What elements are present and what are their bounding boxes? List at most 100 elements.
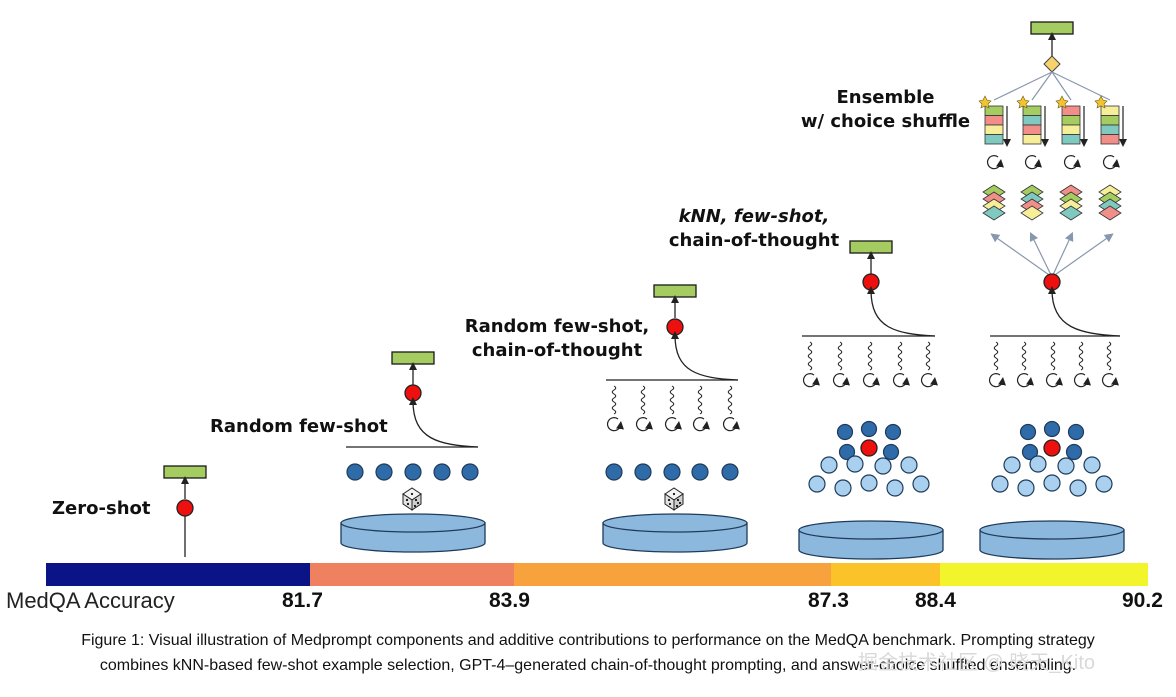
neighbor-dot bbox=[900, 456, 918, 474]
figure-caption-line-1: Figure 1: Visual illustration of Medprom… bbox=[81, 632, 1095, 649]
reasoning-squiggle bbox=[1106, 341, 1112, 371]
vote-stack bbox=[978, 95, 1011, 147]
dice-pip bbox=[667, 498, 671, 502]
watermark: 掘金技术社区 @ 晓天_Kito bbox=[858, 652, 1096, 674]
accuracy-segment bbox=[46, 563, 310, 586]
reasoning-squiggle bbox=[1078, 341, 1084, 371]
neighbor-dot bbox=[874, 457, 892, 475]
cycle-icon bbox=[692, 417, 710, 432]
example-dot bbox=[404, 463, 422, 481]
vote-band bbox=[1061, 115, 1081, 126]
database-top bbox=[979, 520, 1125, 540]
reasoning-squiggle bbox=[611, 385, 617, 415]
vote-band bbox=[1061, 134, 1081, 145]
example-dot bbox=[605, 463, 623, 481]
dice-pip bbox=[675, 504, 679, 508]
label-ensemble: Ensemble w/ choice shuffle bbox=[793, 86, 978, 134]
answer-bar bbox=[1030, 21, 1074, 35]
example-dot bbox=[1065, 443, 1083, 461]
stage-zero-shot bbox=[163, 465, 207, 557]
example-dot bbox=[860, 420, 878, 438]
label-zero-shot: Zero-shot bbox=[52, 497, 150, 521]
aggregate-link bbox=[1031, 71, 1053, 101]
cycle-icon bbox=[892, 373, 910, 388]
reasoning-squiggle bbox=[993, 341, 999, 371]
reasoning-squiggle bbox=[807, 341, 813, 371]
example-dot bbox=[663, 463, 681, 481]
stage-ensemble bbox=[978, 21, 1127, 560]
choice-diamond bbox=[1020, 205, 1044, 221]
accuracy-segment bbox=[831, 563, 940, 586]
query-dot bbox=[1043, 273, 1061, 291]
stage-illustrations bbox=[163, 21, 1127, 560]
fanout-arrow bbox=[1051, 233, 1114, 278]
vote-band bbox=[1100, 115, 1120, 126]
stage-knn-few-shot-cot bbox=[798, 240, 944, 560]
cycle-icon bbox=[722, 417, 740, 432]
database-top bbox=[602, 513, 748, 533]
example-dot bbox=[346, 463, 364, 481]
cycle-icon bbox=[986, 155, 1004, 170]
choice-diamond bbox=[1059, 205, 1083, 221]
vote-band bbox=[984, 134, 1004, 145]
neighbor-dot bbox=[808, 475, 826, 493]
answer-bar bbox=[653, 284, 697, 298]
star-icon bbox=[978, 95, 992, 109]
vote-stack bbox=[1016, 95, 1049, 147]
neighbor-dot bbox=[1017, 479, 1035, 497]
dice-icon bbox=[402, 487, 422, 511]
tick-label: 81.7 bbox=[282, 589, 323, 612]
answer-bar bbox=[391, 351, 435, 365]
cycle-icon bbox=[1101, 373, 1119, 388]
cycle-icon bbox=[988, 373, 1006, 388]
cycle-icon bbox=[1063, 155, 1081, 170]
fanout-arrow bbox=[1029, 231, 1053, 278]
example-dot bbox=[375, 463, 393, 481]
fanout-arrow bbox=[1051, 231, 1074, 278]
neighbor-dot bbox=[846, 455, 864, 473]
shuffled-choices bbox=[1059, 184, 1083, 221]
dice-pip bbox=[678, 501, 682, 505]
shuffled-choices bbox=[982, 184, 1006, 221]
example-dot bbox=[884, 423, 902, 441]
dice-pip bbox=[672, 492, 676, 496]
neighbor-dot bbox=[860, 474, 878, 492]
example-dot bbox=[433, 463, 451, 481]
aggregate-diamond bbox=[1043, 55, 1061, 73]
reasoning-squiggle bbox=[727, 385, 733, 415]
query-dot bbox=[176, 499, 194, 517]
reasoning-squiggle bbox=[837, 341, 843, 371]
cycle-icon bbox=[802, 373, 820, 388]
dice-pip bbox=[668, 502, 672, 506]
vote-band bbox=[1022, 134, 1042, 145]
cycle-icon bbox=[832, 373, 850, 388]
neighbor-dot bbox=[820, 456, 838, 474]
vote-band bbox=[1022, 124, 1042, 135]
label-random-few-shot-cot: Random few-shot, chain-of-thought bbox=[462, 315, 652, 363]
example-dot bbox=[882, 443, 900, 461]
axis-title: MedQA Accuracy bbox=[6, 588, 175, 613]
cycle-icon bbox=[1045, 373, 1063, 388]
vote-band bbox=[984, 124, 1004, 135]
label-line: chain-of-thought bbox=[471, 340, 643, 361]
shuffled-choices bbox=[1020, 184, 1044, 221]
aggregate-link bbox=[1051, 71, 1072, 101]
accuracy-segment bbox=[310, 563, 514, 586]
stage-random-few-shot bbox=[340, 351, 486, 553]
example-dot bbox=[634, 463, 652, 481]
dice-pip bbox=[413, 504, 417, 508]
aggregate-link bbox=[993, 71, 1053, 101]
cycle-icon bbox=[664, 417, 682, 432]
cycle-icon bbox=[1024, 155, 1042, 170]
cycle-icon bbox=[1073, 373, 1091, 388]
label-random-few-shot: Random few-shot bbox=[210, 415, 388, 439]
dice-pip bbox=[676, 498, 680, 502]
example-dot bbox=[836, 423, 854, 441]
cycle-icon bbox=[635, 417, 653, 432]
cycle-icon bbox=[920, 373, 938, 388]
arrow bbox=[409, 397, 479, 448]
accuracy-segment bbox=[940, 563, 1148, 586]
arrow bbox=[671, 331, 739, 381]
dice-icon bbox=[664, 487, 684, 511]
